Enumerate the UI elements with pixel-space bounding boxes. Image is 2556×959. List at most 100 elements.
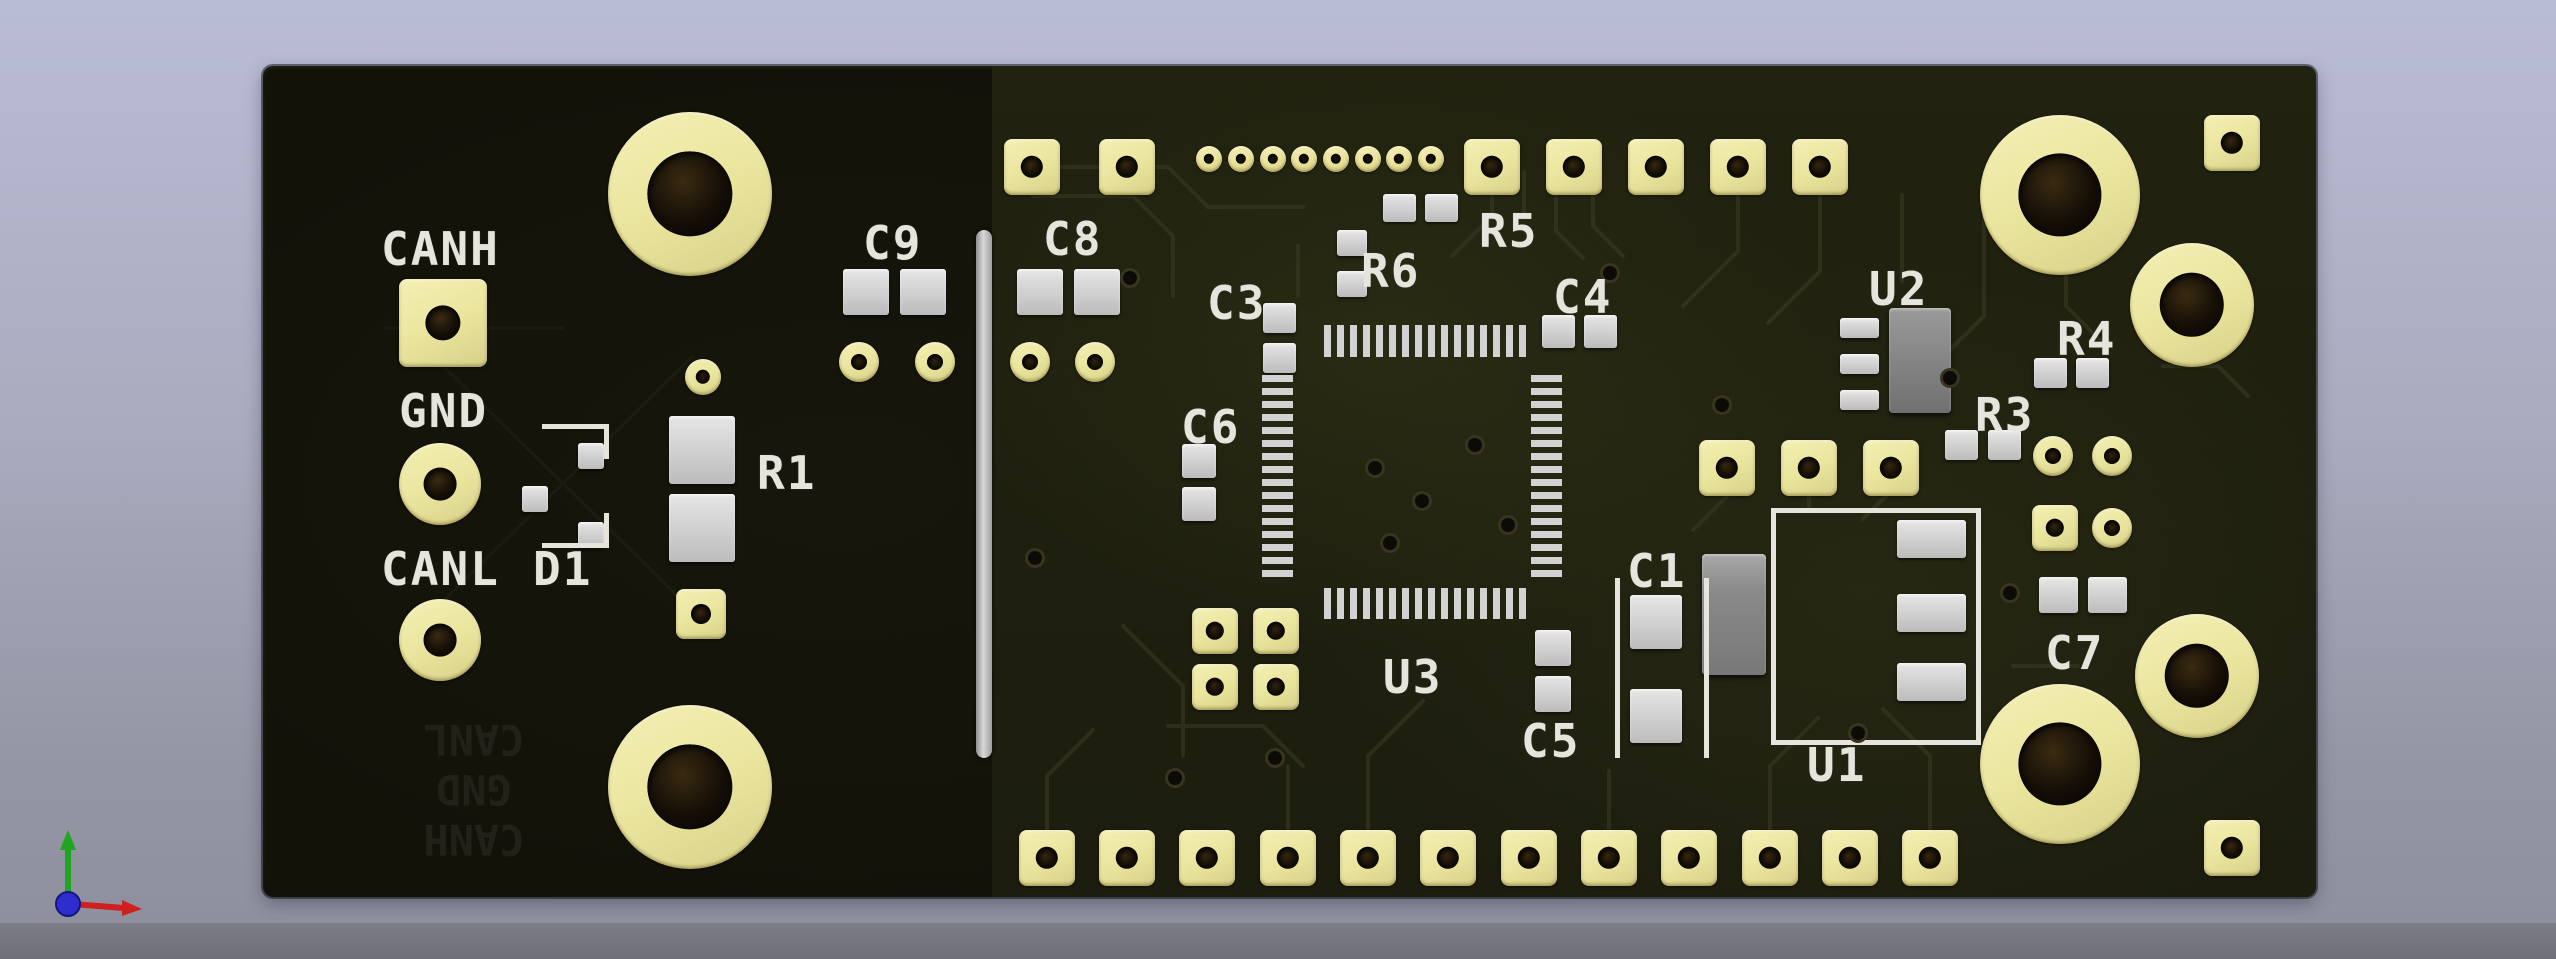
- y-axis-arrow: [60, 830, 76, 900]
- through-hole-pad: [1099, 139, 1155, 195]
- through-hole-pad: [1418, 146, 1444, 172]
- smd-pad-u1: [1897, 520, 1966, 558]
- refdes-c5: C5: [1521, 714, 1581, 768]
- smd-pad-c1: [1630, 689, 1682, 743]
- smd-pad-u1: [1897, 594, 1966, 632]
- refdes-r5: R5: [1479, 204, 1539, 258]
- smd-pad-c6: [1182, 487, 1216, 521]
- through-hole-pad: [1628, 139, 1684, 195]
- through-hole-pad: [2032, 505, 2078, 551]
- through-hole-pad: [1581, 830, 1637, 886]
- qfp-pins-left: [1262, 375, 1293, 580]
- through-hole-pad: [2033, 436, 2073, 476]
- through-hole-pad: [1019, 830, 1075, 886]
- smd-pad-r3: [1988, 430, 2021, 460]
- refdes-c8: C8: [1043, 212, 1103, 266]
- refdes-c3: C3: [1207, 276, 1267, 330]
- through-hole-pad: [1004, 139, 1060, 195]
- via: [1715, 398, 1729, 412]
- back-silkscreen-ghost: CANH GND CANL: [359, 714, 589, 864]
- through-hole-pad: [1253, 608, 1299, 654]
- background-strip: [0, 923, 2556, 959]
- smd-pad-c3: [1263, 343, 1296, 373]
- silkscreen-outline-d1: [542, 513, 609, 548]
- through-hole-pad: [1196, 146, 1222, 172]
- smd-pad-u2: [1840, 390, 1879, 410]
- refdes-u1: U1: [1807, 738, 1867, 792]
- through-hole-pad: [1291, 146, 1317, 172]
- smd-pad-r6: [1337, 230, 1367, 256]
- through-hole-pad: [1863, 440, 1919, 496]
- via: [1168, 771, 1182, 785]
- through-hole-pad-canh: [399, 279, 487, 367]
- through-hole-pad: [1710, 139, 1766, 195]
- smd-pad-r6: [1337, 271, 1367, 297]
- through-hole-pad: [1260, 830, 1316, 886]
- through-hole-pad: [1099, 830, 1155, 886]
- through-hole-pad: [1192, 664, 1238, 710]
- refdes-r3: R3: [1975, 388, 2035, 442]
- via: [1851, 726, 1865, 740]
- mounting-hole: [2135, 614, 2259, 738]
- qfp-pins-right: [1531, 375, 1562, 580]
- via: [1468, 438, 1482, 452]
- silkscreen-outline-u1: [1771, 508, 1981, 745]
- back-silkscreen-line: CANH: [423, 815, 525, 864]
- component-body-u1: [1702, 554, 1766, 675]
- through-hole-pad: [1742, 830, 1798, 886]
- via: [1603, 266, 1617, 280]
- through-hole-pad: [685, 359, 721, 395]
- smd-pad-c3: [1263, 303, 1296, 333]
- through-hole-pad: [1699, 440, 1755, 496]
- mounting-hole: [2130, 243, 2254, 367]
- through-hole-pad: [676, 589, 726, 639]
- smd-pad-c8: [1017, 269, 1063, 315]
- refdes-c4: C4: [1553, 270, 1613, 324]
- refdes-d1: D1: [533, 542, 593, 596]
- smd-pad-c1: [1630, 595, 1682, 649]
- through-hole-pad: [1661, 830, 1717, 886]
- refdes-u3: U3: [1383, 650, 1443, 704]
- via: [1415, 494, 1429, 508]
- smd-pad-r5: [1383, 194, 1416, 222]
- smd-pad-u1: [1897, 663, 1966, 701]
- through-hole-pad: [1260, 146, 1286, 172]
- smd-pad-r5: [1425, 194, 1458, 222]
- through-hole-pad: [1792, 139, 1848, 195]
- refdes-c7: C7: [2045, 626, 2105, 680]
- through-hole-pad: [1253, 664, 1299, 710]
- mounting-hole: [1980, 684, 2140, 844]
- refdes-r4: R4: [2057, 312, 2117, 366]
- through-hole-pad: [1501, 830, 1557, 886]
- smd-pad-c9: [843, 269, 889, 315]
- smd-pad-c9: [900, 269, 946, 315]
- via: [1268, 751, 1282, 765]
- via: [1368, 461, 1382, 475]
- through-hole-pad: [1464, 139, 1520, 195]
- via: [1123, 271, 1137, 285]
- mounting-hole: [608, 112, 772, 276]
- refdes-u2: U2: [1869, 262, 1929, 316]
- through-hole-pad-canl: [399, 599, 481, 681]
- silkscreen-outline-d1: [542, 424, 609, 459]
- back-silkscreen-line: CANL: [423, 715, 525, 764]
- through-hole-pad: [839, 342, 879, 382]
- axis-indicator: [55, 830, 142, 917]
- refdes-c6: C6: [1181, 400, 1241, 454]
- through-hole-pad: [1355, 146, 1381, 172]
- component-body-u2: [1889, 308, 1951, 413]
- through-hole-pad: [1546, 139, 1602, 195]
- smd-pad-c8: [1074, 269, 1120, 315]
- routed-slot: [976, 230, 992, 758]
- qfp-pins-top: [1324, 325, 1528, 357]
- through-hole-pad: [1075, 342, 1115, 382]
- via: [2003, 586, 2017, 600]
- x-axis-arrow: [71, 900, 142, 916]
- mounting-hole: [608, 705, 772, 869]
- through-hole-pad: [1340, 830, 1396, 886]
- via: [1501, 518, 1515, 532]
- through-hole-pad: [1323, 146, 1349, 172]
- via: [1028, 551, 1042, 565]
- refdes-gnd: GND: [399, 384, 489, 438]
